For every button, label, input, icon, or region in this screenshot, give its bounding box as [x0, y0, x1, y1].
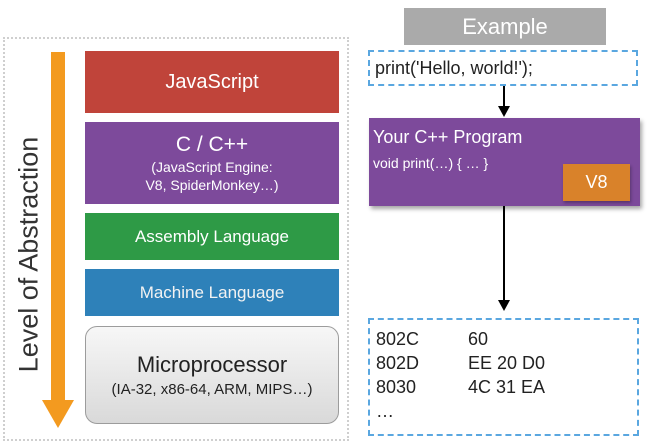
source-code-box: print('Hello, world!');	[368, 50, 638, 86]
machine-code-row: 8030 4C 31 EA	[376, 375, 637, 399]
flow-arrow-2-line	[503, 206, 505, 304]
machine-code-bytes: EE 20 D0	[468, 353, 546, 373]
layer-microprocessor-title: Microprocessor	[136, 351, 288, 377]
machine-code-row: 802C 60	[376, 327, 637, 351]
v8-badge: V8	[563, 164, 630, 201]
machine-code-bytes: 60	[468, 329, 489, 349]
layer-javascript: JavaScript	[85, 51, 339, 113]
layer-c-cpp: C / C++ (JavaScript Engine: V8, SpiderMo…	[85, 122, 339, 204]
flow-arrow-2-head	[498, 300, 510, 311]
abstraction-panel	[3, 37, 349, 441]
layer-microprocessor-subtitle: (IA-32, x86-64, ARM, MIPS…)	[111, 381, 313, 399]
machine-code-address: 8030	[376, 377, 417, 397]
machine-code-row: 802D EE 20 D0	[376, 351, 637, 375]
axis-label: Level of Abstraction	[13, 136, 44, 372]
abstraction-arrow-head	[42, 400, 74, 428]
machine-code-box: 802C 60 802D EE 20 D0 8030 4C 31 EA …	[368, 318, 639, 436]
layer-machine-language: Machine Language	[85, 269, 339, 316]
layer-c-title: C / C++	[175, 132, 249, 156]
machine-code-bytes: 4C 31 EA	[468, 377, 546, 397]
flow-arrow-1-line	[503, 86, 505, 110]
layer-c-subtitle-1: (JavaScript Engine:	[151, 158, 273, 175]
machine-code-address: 802D	[376, 353, 420, 373]
source-code-text: print('Hello, world!');	[375, 58, 533, 78]
layer-microprocessor: Microprocessor (IA-32, x86-64, ARM, MIPS…	[85, 326, 339, 424]
machine-code-ellipsis: …	[376, 401, 394, 421]
layer-javascript-title: JavaScript	[165, 70, 259, 93]
layer-c-subtitle-2: V8, SpiderMonkey…)	[145, 177, 279, 194]
cpp-program-title: Your C++ Program	[373, 127, 523, 147]
layer-assembly: Assembly Language	[85, 213, 339, 260]
machine-code-address: 802C	[376, 329, 420, 349]
cpp-program-code: void print(…) { … }	[373, 155, 489, 171]
layer-machine-title: Machine Language	[139, 282, 285, 302]
example-header: Example	[404, 8, 606, 45]
abstraction-arrow-shaft	[51, 52, 65, 408]
flow-arrow-1-head	[498, 106, 510, 117]
layer-assembly-title: Assembly Language	[134, 226, 290, 246]
